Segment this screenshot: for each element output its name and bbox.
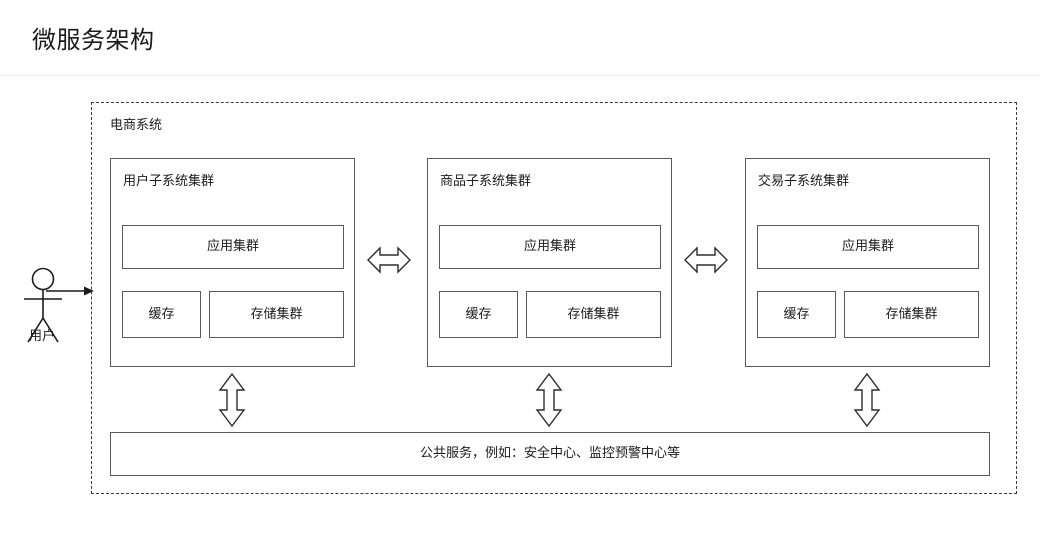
double-headed-arrow-horizontal-icon bbox=[684, 242, 728, 278]
page-header: 微服务架构 bbox=[0, 0, 1040, 76]
application-cluster-box[interactable]: 应用集群 bbox=[757, 225, 979, 269]
cache-box[interactable]: 缓存 bbox=[122, 291, 201, 338]
storage-cluster-box[interactable]: 存储集群 bbox=[526, 291, 661, 338]
actor-user-label: 用户 bbox=[28, 329, 55, 344]
header-divider bbox=[0, 75, 1040, 76]
application-cluster-box[interactable]: 应用集群 bbox=[122, 225, 344, 269]
system-boundary-label: 电商系统 bbox=[110, 118, 163, 133]
page-title: 微服务架构 bbox=[32, 26, 155, 54]
double-headed-arrow-vertical-icon bbox=[849, 372, 885, 428]
storage-cluster-box[interactable]: 存储集群 bbox=[209, 291, 344, 338]
architecture-diagram: 用户 电商系统 用户子系统集群 应用集群 缓存 存储集群 商品子系统集群 应用集… bbox=[0, 76, 1040, 534]
double-headed-arrow-horizontal-icon bbox=[367, 242, 411, 278]
cluster-transaction-subsystem[interactable]: 交易子系统集群 应用集群 缓存 存储集群 bbox=[745, 158, 990, 367]
double-headed-arrow-vertical-icon bbox=[531, 372, 567, 428]
storage-cluster-box[interactable]: 存储集群 bbox=[844, 291, 979, 338]
public-services-bar[interactable]: 公共服务，例如：安全中心、监控预警中心等 bbox=[110, 432, 990, 476]
actor-to-system-arrow-icon bbox=[46, 282, 96, 300]
stick-figure-actor-icon bbox=[24, 267, 62, 343]
cache-box[interactable]: 缓存 bbox=[757, 291, 836, 338]
actor-user bbox=[12, 266, 90, 358]
cluster-title: 交易子系统集群 bbox=[758, 174, 850, 189]
cluster-title: 商品子系统集群 bbox=[440, 174, 532, 189]
system-boundary bbox=[91, 102, 1017, 494]
cluster-title: 用户子系统集群 bbox=[123, 174, 215, 189]
cache-box[interactable]: 缓存 bbox=[439, 291, 518, 338]
cluster-product-subsystem[interactable]: 商品子系统集群 应用集群 缓存 存储集群 bbox=[427, 158, 672, 367]
cluster-user-subsystem[interactable]: 用户子系统集群 应用集群 缓存 存储集群 bbox=[110, 158, 355, 367]
application-cluster-box[interactable]: 应用集群 bbox=[439, 225, 661, 269]
double-headed-arrow-vertical-icon bbox=[214, 372, 250, 428]
